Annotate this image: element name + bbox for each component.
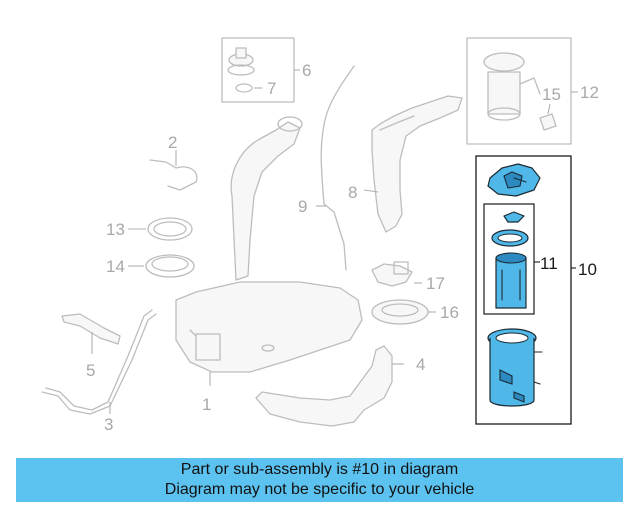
filler-neck [363,95,463,233]
parts-diagram: 6 7 15 12 2 13 14 9 8 [41,37,599,434]
fuel-pump-assembly-10[interactable] [475,155,576,425]
callout-12: 12 [580,83,599,102]
callout-2: 2 [168,133,177,152]
callout-4: 4 [416,355,425,374]
cover-16 [371,299,436,325]
lock-ring-13 [128,217,193,241]
strap-3 [41,309,157,415]
callout-9: 9 [298,197,307,216]
callout-16: 16 [440,303,459,322]
callout-6: 6 [302,61,311,80]
banner-line-2: Diagram may not be specific to your vehi… [164,481,475,498]
callout-3: 3 [104,415,113,434]
heat-shield [255,345,404,427]
info-banner: Part or sub-assembly is #10 in diagram D… [16,458,623,502]
callout-14: 14 [106,257,125,276]
sensor-wire [149,150,198,191]
callout-8: 8 [348,183,357,202]
valve-17 [371,261,422,287]
callout-7: 7 [267,79,276,98]
pump-top-group [466,37,578,145]
filler-cap-group [221,37,300,103]
strap-5 [61,313,121,354]
seal-ring-14 [128,254,195,278]
callout-5: 5 [86,361,95,380]
fuel-tank [175,116,363,386]
callout-13: 13 [106,220,125,239]
vent-pipe [316,65,355,271]
banner-line-1: Part or sub-assembly is #10 in diagram [180,461,459,478]
callout-1: 1 [202,395,211,414]
callout-10: 10 [578,260,597,279]
callout-17: 17 [426,274,445,293]
callout-11: 11 [540,254,558,273]
callout-15: 15 [542,85,561,104]
